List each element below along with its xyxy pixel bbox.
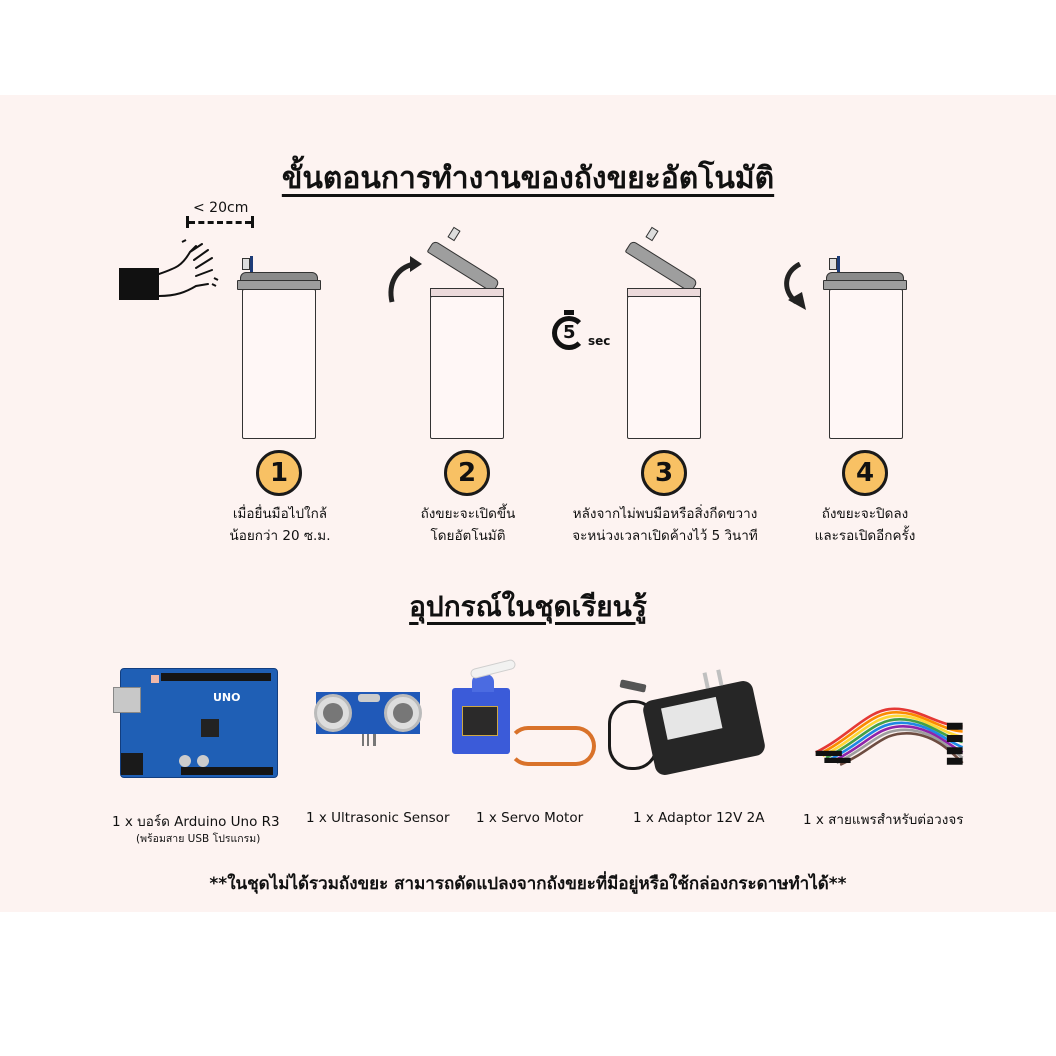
distance-label: < 20cm — [193, 200, 249, 216]
curved-arrow-down-icon — [784, 262, 806, 310]
servo-motor-image — [452, 658, 517, 754]
capacitor — [197, 755, 209, 767]
step-desc-line: น้อยกว่า 20 ซ.ม. — [229, 528, 331, 544]
stopwatch-knob — [564, 310, 574, 315]
crystal — [358, 694, 380, 702]
component-label: 1 x Adaptor 12V 2A — [633, 810, 765, 826]
step-desc-line: ถังขยะจะเปิดขึ้น — [420, 506, 516, 522]
board-label: UNO — [213, 691, 241, 704]
hand-wave-icon — [119, 239, 219, 300]
transducer — [314, 694, 352, 732]
step-desc-line: และรอเปิดอีกครั้ง — [814, 528, 916, 544]
step-number-badge: 1 — [256, 450, 302, 496]
step-description: หลังจากไม่พบมือหรือสิ่งกีดขวาง จะหน่วงเว… — [555, 503, 775, 547]
component-label: 1 x Servo Motor — [476, 810, 584, 826]
component-label: 1 x Ultrasonic Sensor — [306, 810, 450, 826]
trash-bin-body — [627, 296, 701, 439]
kit-title: อุปกรณ์ในชุดเรียนรู้ — [409, 590, 647, 623]
component-label: 1 x บอร์ด Arduino Uno R3 — [112, 814, 280, 830]
step-desc-line: จะหน่วงเวลาเปิดค้างไว้ 5 วินาที — [572, 528, 758, 544]
timer-value: 5 — [563, 322, 576, 343]
sensor-icon — [242, 258, 250, 270]
pin-header — [181, 767, 273, 775]
step-desc-line: โดยอัตโนมัติ — [430, 528, 506, 544]
step-desc-line: หลังจากไม่พบมือหรือสิ่งกีดขวาง — [572, 506, 758, 522]
curved-arrow-up-icon — [388, 256, 422, 303]
step-desc-line: ถังขยะจะปิดลง — [821, 506, 909, 522]
arduino-uno-image: UNO — [113, 668, 278, 778]
servo-gear-housing — [472, 674, 494, 692]
ultrasonic-sensor-image — [314, 692, 422, 746]
step-description: ถังขยะจะเปิดขึ้น โดยอัตโนมัติ — [388, 503, 548, 547]
capacitor — [179, 755, 191, 767]
transducer — [384, 694, 422, 732]
component-label: 1 x สายแพรสำหรับต่อวงจร — [803, 812, 964, 828]
sensor-board — [837, 256, 840, 272]
dimension-cap-left — [186, 216, 189, 228]
usb-port — [113, 687, 141, 713]
timer-unit: sec — [588, 334, 611, 348]
step-number-badge: 4 — [842, 450, 888, 496]
servo-sticker — [462, 706, 498, 736]
adaptor-sticker — [661, 696, 723, 740]
trash-bin-body — [829, 289, 903, 439]
step-number-badge: 3 — [641, 450, 687, 496]
dimension-cap-right — [251, 216, 254, 228]
step-description: ถังขยะจะปิดลง และรอเปิดอีกครั้ง — [800, 503, 930, 547]
component-sublabel: (พร้อมสาย USB โปรแกรม) — [136, 833, 261, 845]
page-title: ขั้นตอนการทำงานของถังขยะอัตโนมัติ — [281, 161, 775, 196]
pin-header — [161, 673, 271, 681]
dc-jack — [121, 753, 143, 775]
trash-bin-body — [430, 296, 504, 439]
sensor-icon — [829, 258, 837, 270]
footer-note: **ในชุดไม่ได้รวมถังขยะ สามารถดัดแปลงจากถ… — [209, 874, 847, 894]
dimension-line — [189, 221, 251, 224]
sensor-pins — [362, 734, 376, 746]
step-desc-line: เมื่อยื่นมือไปใกล้ — [232, 506, 328, 522]
sensor-board — [250, 256, 253, 272]
step-description: เมื่อยื่นมือไปใกล้ น้อยกว่า 20 ซ.ม. — [200, 503, 360, 547]
step-number-badge: 2 — [444, 450, 490, 496]
stopwatch-icon: 5 sec — [552, 310, 622, 360]
stopwatch-ring — [552, 316, 586, 350]
trash-bin-body — [242, 289, 316, 439]
reset-button — [151, 675, 159, 683]
microcontroller-chip — [201, 719, 219, 737]
servo-cable — [508, 726, 596, 766]
jumper-wires-image — [815, 707, 964, 766]
